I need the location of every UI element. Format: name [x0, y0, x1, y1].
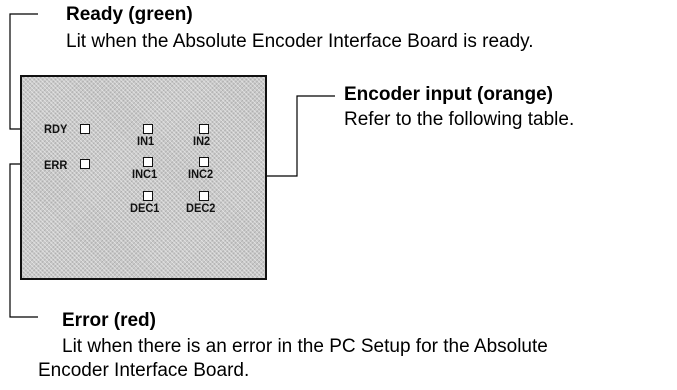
in2-label: IN2	[193, 134, 211, 148]
inc2-led	[199, 157, 209, 167]
error-callout-title: Error (red)	[62, 310, 156, 331]
error-callout-description-line2: Encoder Interface Board.	[38, 360, 250, 381]
indicator-panel	[20, 75, 267, 280]
inc1-led	[143, 157, 153, 167]
err-label: ERR	[44, 158, 68, 172]
encoder-input-callout-description: Refer to the following table.	[344, 109, 575, 130]
dec1-led	[143, 191, 153, 201]
error-callout-description-line1: Lit when there is an error in the PC Set…	[62, 336, 548, 357]
ready-callout-description: Lit when the Absolute Encoder Interface …	[66, 31, 534, 52]
dec2-label: DEC2	[186, 201, 216, 215]
inc2-label: INC2	[188, 167, 214, 181]
inc1-label: INC1	[132, 167, 158, 181]
dec2-led	[199, 191, 209, 201]
dec1-label: DEC1	[130, 201, 160, 215]
rdy-led	[80, 124, 90, 134]
err-led	[80, 159, 90, 169]
in1-label: IN1	[137, 134, 155, 148]
in1-led	[143, 124, 153, 134]
encoder-input-callout-title: Encoder input (orange)	[344, 84, 553, 105]
rdy-label: RDY	[44, 122, 68, 136]
in2-led	[199, 124, 209, 134]
ready-callout-title: Ready (green)	[66, 4, 193, 25]
